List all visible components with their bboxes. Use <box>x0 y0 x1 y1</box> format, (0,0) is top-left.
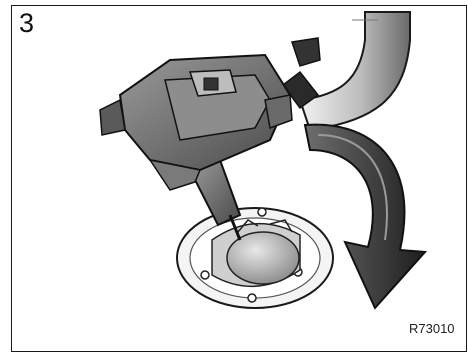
cable-icon <box>283 12 410 130</box>
reference-code: R73010 <box>409 321 455 336</box>
bulb-socket-icon <box>177 208 333 308</box>
step-number: 3 <box>19 8 34 39</box>
